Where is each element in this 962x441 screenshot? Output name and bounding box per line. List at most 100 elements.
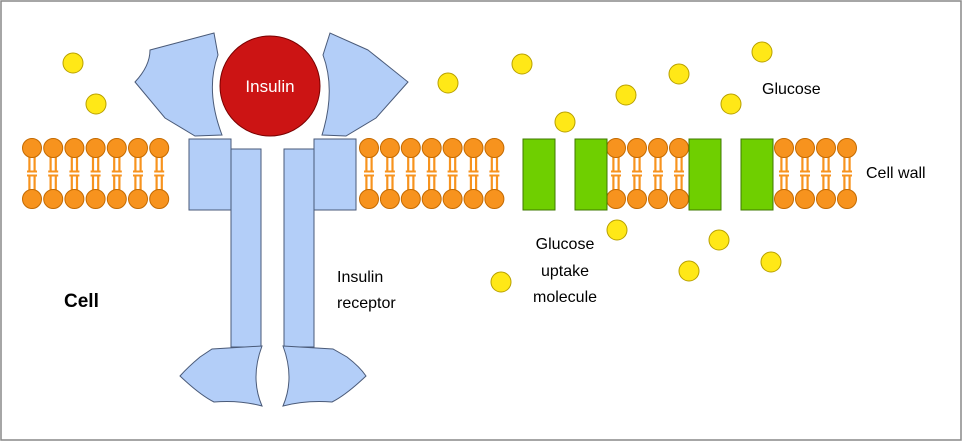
- glucose-molecule-icon: [751, 41, 773, 63]
- lipid-head: [774, 138, 794, 158]
- lipid-head: [816, 189, 836, 209]
- lipid-head: [400, 138, 421, 158]
- lipid-head: [648, 138, 668, 158]
- lipid-head: [837, 138, 857, 158]
- lipid-head: [64, 138, 85, 158]
- lipid-head: [774, 189, 794, 209]
- phospholipid-icon: [106, 138, 127, 209]
- lipid-head: [22, 189, 42, 209]
- lipid-head: [669, 189, 689, 209]
- glucose-molecule-icon: [708, 229, 730, 251]
- receptor-left-membrane-block: [188, 138, 232, 211]
- insulin-receptor-label-line1: Insulin: [337, 269, 383, 286]
- lipid-head: [128, 189, 148, 209]
- lipid-head: [795, 189, 815, 209]
- phospholipid-icon: [400, 138, 421, 209]
- receptor-left-bottom-lobe: [179, 345, 263, 407]
- phospholipid-icon: [379, 138, 400, 209]
- phospholipid-icon: [795, 138, 815, 209]
- phospholipid-icon: [421, 138, 442, 209]
- lipid-head: [106, 189, 127, 209]
- glucose-label: Glucose: [762, 81, 821, 98]
- phospholipid-icon: [837, 138, 857, 209]
- phospholipid-icon: [22, 138, 42, 209]
- glucose-molecule-icon: [760, 251, 782, 273]
- insulin-label: Insulin: [245, 77, 294, 96]
- lipid-head: [379, 138, 400, 158]
- glucose-molecule-icon: [85, 93, 107, 115]
- lipid-head: [85, 138, 106, 158]
- glucose-uptake-label-line1: Glucose: [536, 236, 595, 253]
- lipid-head: [627, 189, 647, 209]
- uptake-channel-3: [688, 138, 722, 211]
- receptor-left-top-lobe: [134, 32, 223, 137]
- phospholipid-icon: [149, 138, 170, 209]
- insulin-molecule-body: [219, 35, 321, 137]
- glucose-molecule-icon: [511, 53, 533, 75]
- lipid-head: [64, 189, 85, 209]
- lipid-head: [484, 138, 505, 158]
- lipid-head: [627, 138, 647, 158]
- phospholipid-icon: [774, 138, 794, 209]
- lipid-head: [149, 189, 170, 209]
- receptor-right-top-lobe: [321, 32, 409, 137]
- lipid-head: [463, 138, 484, 158]
- uptake-channel-4: [740, 138, 774, 211]
- glucose-molecule-icon: [490, 271, 512, 293]
- glucose-molecule-icon: [62, 52, 84, 74]
- glucose-molecule-icon: [437, 72, 459, 94]
- phospholipid-icon: [484, 138, 505, 209]
- phospholipid-icon: [442, 138, 463, 209]
- lipid-head: [359, 189, 379, 209]
- lipid-head: [606, 189, 626, 209]
- insulin-receptor-label-line2: receptor: [337, 295, 396, 312]
- lipid-head: [106, 138, 127, 158]
- glucose-molecules: [62, 41, 782, 293]
- phospholipid-icon: [816, 138, 836, 209]
- glucose-uptake-label-line2: uptake: [541, 263, 589, 280]
- lipid-head: [648, 189, 668, 209]
- receptor-right-stalk: [283, 148, 315, 348]
- lipid-head: [128, 138, 148, 158]
- uptake-channel-1: [522, 138, 556, 211]
- phospholipid-icon: [606, 138, 626, 209]
- phospholipid-icon: [627, 138, 647, 209]
- lipid-head: [400, 189, 421, 209]
- phospholipid-icon: [463, 138, 484, 209]
- lipid-head: [816, 138, 836, 158]
- glucose-molecule-icon: [606, 219, 628, 241]
- lipid-head: [442, 189, 463, 209]
- insulin-receptor-icon: [134, 32, 409, 407]
- glucose-molecule-icon: [668, 63, 690, 85]
- lipid-head: [795, 138, 815, 158]
- phospholipid-icon: [648, 138, 668, 209]
- lipid-head: [484, 189, 505, 209]
- glucose-molecule-icon: [678, 260, 700, 282]
- insulin-molecule-icon: Insulin: [219, 35, 321, 137]
- glucose-molecule-icon: [720, 93, 742, 115]
- lipid-head: [442, 138, 463, 158]
- lipid-head: [837, 189, 857, 209]
- lipid-head: [421, 138, 442, 158]
- receptor-left-stalk: [230, 148, 262, 348]
- glucose-uptake-channel-icon: [522, 138, 774, 211]
- cell-wall-label: Cell wall: [866, 165, 926, 182]
- phospholipid-icon: [128, 138, 148, 209]
- receptor-right-membrane-block: [313, 138, 357, 211]
- lipid-head: [85, 189, 106, 209]
- lipid-head: [22, 138, 42, 158]
- uptake-channel-2: [574, 138, 608, 211]
- cell-membrane: [22, 138, 857, 209]
- lipid-head: [463, 189, 484, 209]
- cell-label: Cell: [64, 291, 99, 312]
- phospholipid-icon: [359, 138, 379, 209]
- glucose-molecule-icon: [615, 84, 637, 106]
- glucose-molecule-icon: [554, 111, 576, 133]
- phospholipid-icon: [64, 138, 85, 209]
- receptor-right-bottom-lobe: [282, 345, 367, 407]
- lipid-head: [421, 189, 442, 209]
- lipid-head: [43, 189, 64, 209]
- lipid-head: [606, 138, 626, 158]
